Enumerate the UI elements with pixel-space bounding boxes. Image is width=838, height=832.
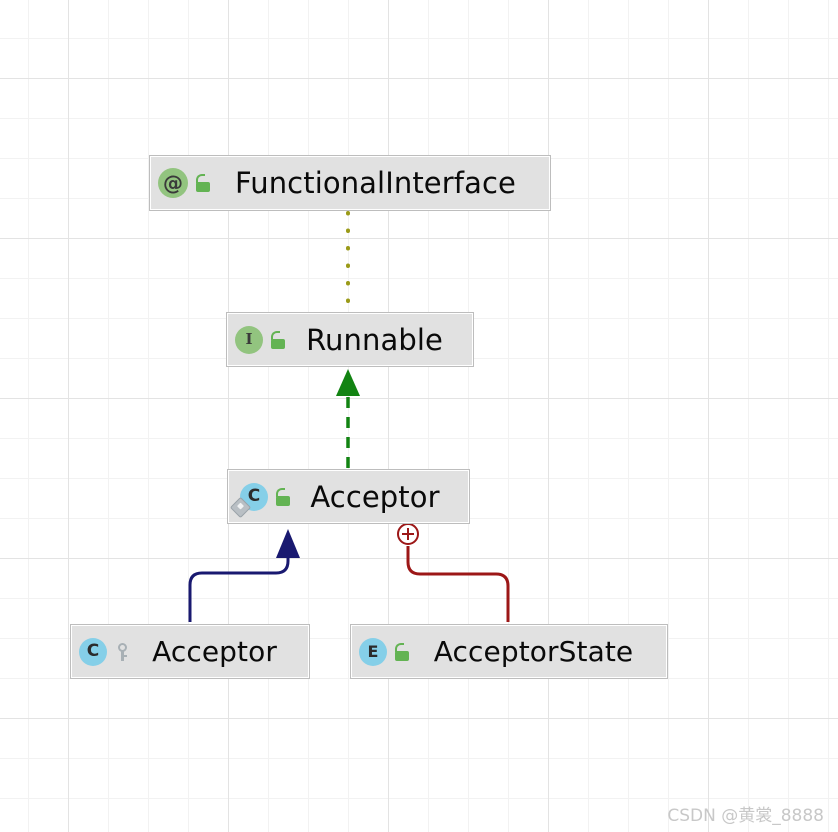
- padlock-open-icon: [195, 174, 211, 192]
- node-label: FunctionalInterface: [235, 166, 516, 200]
- node-functional-interface[interactable]: @ FunctionalInterface: [149, 155, 551, 211]
- enum-icon: E: [359, 637, 387, 666]
- key-icon: [116, 642, 130, 661]
- interface-icon: I: [235, 325, 263, 354]
- abstract-marker-icon: [229, 496, 252, 518]
- edge-inner-class-line: [406, 546, 510, 622]
- abstract-class-icon: C: [229, 482, 268, 518]
- padlock-open-icon: [275, 487, 291, 506]
- edge-extends-arrowhead: [276, 529, 300, 558]
- edge-implements-arrowhead: [336, 369, 360, 396]
- edge-extends-line: [188, 557, 290, 622]
- circled-plus-icon: [397, 523, 419, 545]
- annotation-icon: @: [158, 168, 188, 198]
- node-label: Runnable: [306, 322, 443, 357]
- padlock-open-icon: [394, 642, 410, 661]
- padlock-open-icon: [270, 330, 286, 349]
- node-label: AcceptorState: [433, 635, 634, 668]
- node-acceptor-state[interactable]: E AcceptorState: [350, 624, 668, 679]
- node-acceptor-class[interactable]: C Acceptor: [70, 624, 310, 679]
- class-icon: C: [79, 637, 107, 666]
- node-label: Acceptor: [152, 635, 277, 668]
- node-acceptor-abstract[interactable]: C Acceptor: [227, 469, 470, 524]
- node-label: Acceptor: [310, 479, 440, 514]
- watermark: CSDN @黄裳_8888: [667, 806, 824, 826]
- node-runnable[interactable]: I Runnable: [226, 312, 474, 367]
